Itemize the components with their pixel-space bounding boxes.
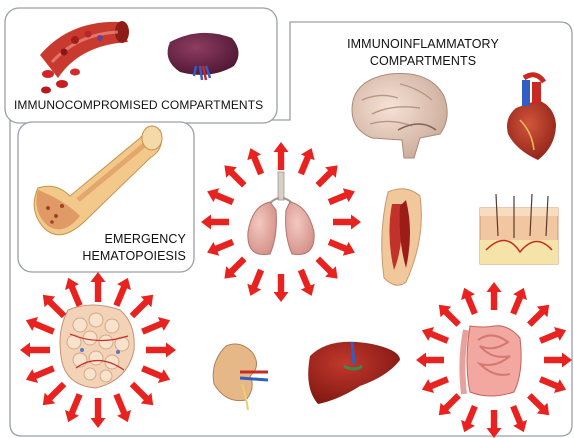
- outward-arrow: [146, 343, 176, 358]
- immunoinflammatory-label-line2: COMPARTMENTS: [338, 53, 508, 70]
- outward-arrow: [439, 393, 461, 415]
- outward-arrow: [141, 365, 170, 383]
- outward-arrow: [422, 376, 449, 393]
- outward-arrow: [316, 165, 338, 187]
- brain-icon: [352, 73, 447, 158]
- outward-arrow: [43, 295, 67, 319]
- outward-arrow: [439, 305, 461, 327]
- outward-arrow: [224, 165, 246, 187]
- outward-arrow: [461, 405, 478, 432]
- outward-arrow: [65, 393, 83, 422]
- outward-arrow: [130, 382, 154, 406]
- outward-arrow: [539, 376, 566, 393]
- outward-arrow: [316, 257, 338, 279]
- heart-icon: [507, 75, 556, 160]
- outward-arrow: [539, 327, 566, 344]
- immunoinflammatory-label: IMMUNOINFLAMMATORY COMPARTMENTS: [338, 36, 508, 70]
- outward-arrow: [416, 353, 444, 368]
- outward-arrow: [130, 295, 154, 319]
- outward-arrow: [26, 317, 55, 335]
- outward-arrow: [26, 365, 55, 383]
- outward-arrow: [274, 274, 289, 302]
- muscle-icon: [382, 189, 422, 285]
- emergency-hematopoiesis-label: EMERGENCY HEMATOPOIESIS: [66, 231, 186, 265]
- outward-arrow: [247, 148, 264, 175]
- kidney-icon: [213, 344, 268, 410]
- emergency-label-line1: EMERGENCY: [66, 231, 186, 248]
- outward-arrow: [274, 142, 289, 170]
- outward-arrow: [247, 269, 264, 296]
- outward-arrow: [141, 317, 170, 335]
- outward-arrow: [65, 278, 83, 307]
- adipose-tissue-icon: [60, 305, 134, 388]
- immunoinflammatory-label-line1: IMMUNOINFLAMMATORY: [338, 36, 508, 53]
- outward-arrow: [298, 148, 315, 175]
- lungs-icon: [248, 172, 314, 255]
- outward-arrow: [333, 215, 361, 230]
- outward-arrow: [224, 257, 246, 279]
- outward-arrow: [113, 278, 131, 307]
- outward-arrow: [91, 398, 106, 428]
- outward-arrow: [328, 239, 355, 256]
- outward-arrow: [43, 382, 67, 406]
- outward-arrow: [207, 239, 234, 256]
- outward-arrow: [113, 393, 131, 422]
- liver-icon: [308, 342, 400, 404]
- outward-arrow: [328, 188, 355, 205]
- outward-arrow: [207, 188, 234, 205]
- outward-arrow: [20, 343, 50, 358]
- outward-arrow: [461, 288, 478, 315]
- outward-arrow: [201, 215, 229, 230]
- outward-arrow: [91, 272, 106, 302]
- outward-arrow: [487, 410, 502, 438]
- skin-icon: [480, 194, 558, 264]
- emergency-label-line2: HEMATOPOIESIS: [66, 248, 186, 265]
- outward-arrow: [422, 327, 449, 344]
- outward-arrow: [487, 282, 502, 310]
- intestine-icon: [462, 326, 521, 396]
- outward-arrow: [510, 288, 527, 315]
- immunocompromised-label: IMMUNOCOMPROMISED COMPARTMENTS: [14, 97, 263, 114]
- outward-arrow: [510, 405, 527, 432]
- outward-arrow: [544, 353, 572, 368]
- outward-arrow: [298, 269, 315, 296]
- outward-arrow: [527, 305, 549, 327]
- lungs-arrow-burst: [201, 142, 361, 302]
- outward-arrow: [527, 393, 549, 415]
